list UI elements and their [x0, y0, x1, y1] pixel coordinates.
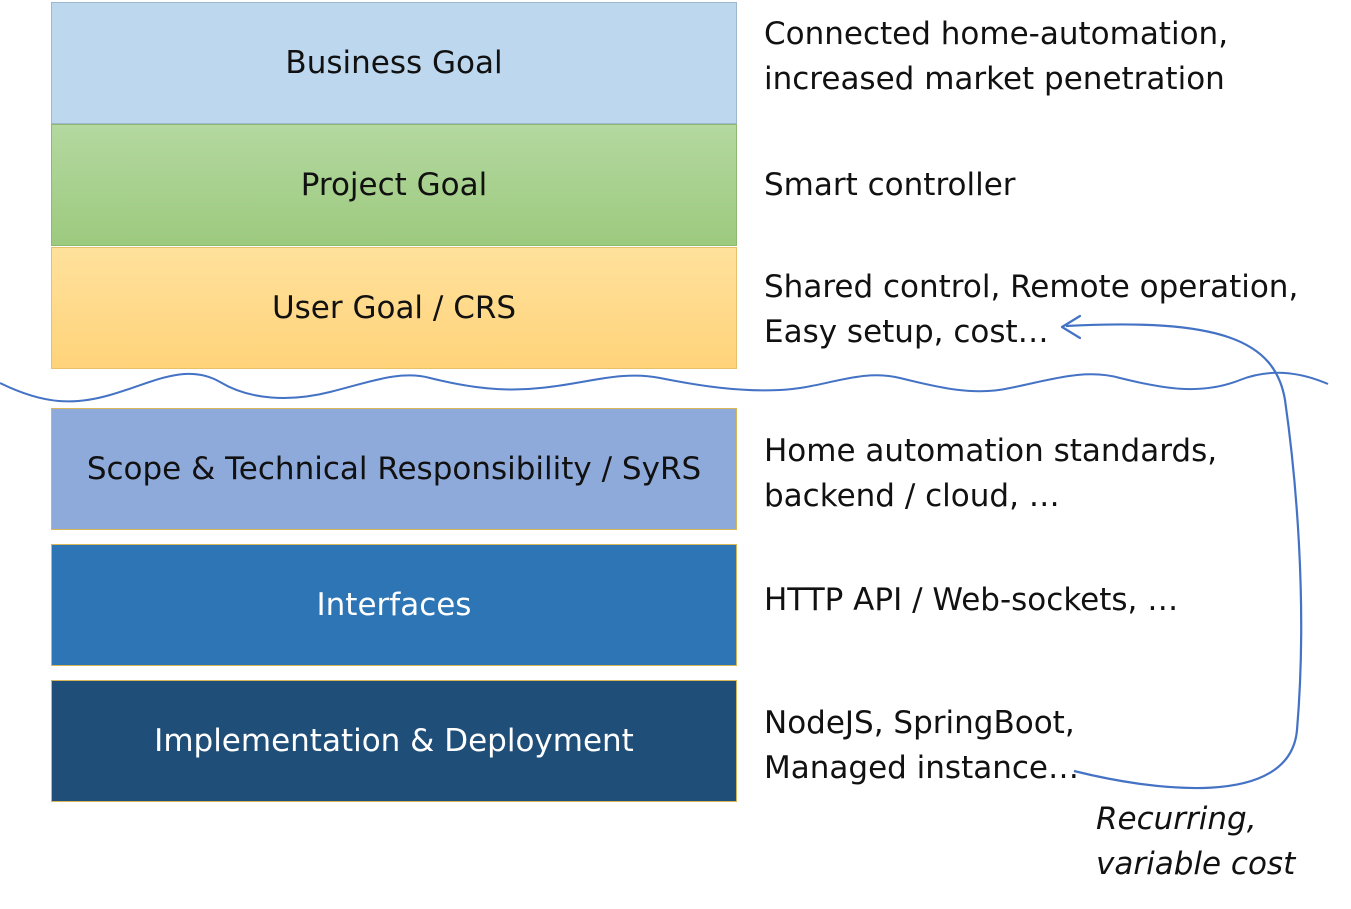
interfaces-label: Interfaces [316, 586, 472, 623]
implementation-label: Implementation & Deployment [154, 722, 634, 759]
user-goal-description: Shared control, Remote operation, Easy s… [764, 265, 1324, 355]
interfaces-description: HTTP API / Web-sockets, … [764, 578, 1324, 623]
project-goal-description: Smart controller [764, 163, 1324, 208]
interfaces-box: Interfaces [51, 544, 737, 666]
annotation-line: variable cost [1096, 846, 1296, 882]
business-goal-label: Business Goal [285, 44, 503, 81]
description-line: backend / cloud, … [764, 478, 1060, 514]
description-line: NodeJS, SpringBoot, [764, 705, 1075, 741]
business-goal-box: Business Goal [51, 2, 737, 124]
feedback-arrowhead [1060, 314, 1082, 340]
feedback-arrow-curve [1065, 323, 1303, 790]
implementation-box: Implementation & Deployment [51, 680, 737, 802]
scope-box: Scope & Technical Responsibility / SyRS [51, 408, 737, 530]
annotation-line: Recurring, [1096, 801, 1257, 837]
business-goal-description: Connected home-automation, increased mar… [764, 12, 1324, 102]
user-goal-box: User Goal / CRS [51, 247, 737, 369]
description-line: Easy setup, cost… [764, 314, 1049, 350]
wavy-divider [0, 371, 1329, 403]
description-line: Shared control, Remote operation, [764, 269, 1299, 305]
description-line: Connected home-automation, [764, 16, 1229, 52]
project-goal-box: Project Goal [51, 124, 737, 246]
user-goal-label: User Goal / CRS [271, 289, 517, 326]
description-line: Home automation standards, [764, 433, 1218, 469]
description-line: HTTP API / Web-sockets, … [764, 582, 1179, 618]
scope-description: Home automation standards, backend / clo… [764, 429, 1324, 519]
scope-label: Scope & Technical Responsibility / SyRS [86, 450, 702, 487]
implementation-description: NodeJS, SpringBoot, Managed instance… [764, 701, 1324, 791]
description-line: Managed instance… [764, 750, 1079, 786]
description-line: increased market penetration [764, 61, 1225, 97]
description-line: Smart controller [764, 167, 1016, 203]
recurring-cost-annotation: Recurring, variable cost [1096, 797, 1295, 887]
project-goal-label: Project Goal [300, 166, 488, 203]
